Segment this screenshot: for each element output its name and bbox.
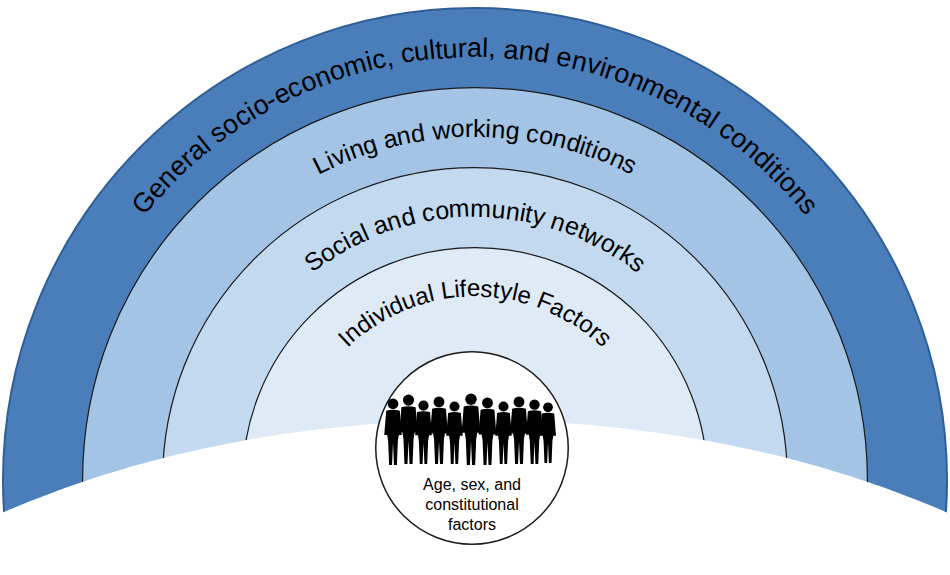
label-letter: o	[450, 116, 465, 142]
label-letter: f	[459, 277, 467, 301]
label-letter: l	[482, 35, 489, 62]
label-letter: o	[433, 197, 450, 224]
rainbow-band: Social and community networksIndividual …	[162, 167, 788, 575]
label-letter: g	[504, 117, 520, 143]
label-letter: e	[467, 276, 481, 300]
label-letter: m	[470, 196, 491, 221]
label-letter: w	[431, 117, 451, 144]
label-letter: d	[409, 120, 427, 147]
rainbow-band: General socio-economic, cultural, and en…	[2, 7, 948, 575]
label-letter: m	[448, 196, 470, 222]
label-letter: s	[480, 276, 493, 301]
core-label: Age, sex, and constitutional factors	[408, 475, 536, 535]
label-letter: n	[491, 116, 507, 142]
label-letter: d	[533, 39, 552, 68]
label-letter: ,	[488, 35, 497, 62]
label-letter: k	[473, 116, 486, 141]
rainbow-band: Living and working conditionsSocial and …	[82, 87, 868, 575]
label-letter: r	[464, 116, 473, 141]
label-letter: u	[442, 35, 459, 63]
label-letter: r	[458, 35, 468, 62]
band-outline	[376, 352, 569, 545]
band-label: Social and community networks	[162, 167, 788, 575]
label-letter: a	[467, 35, 482, 62]
